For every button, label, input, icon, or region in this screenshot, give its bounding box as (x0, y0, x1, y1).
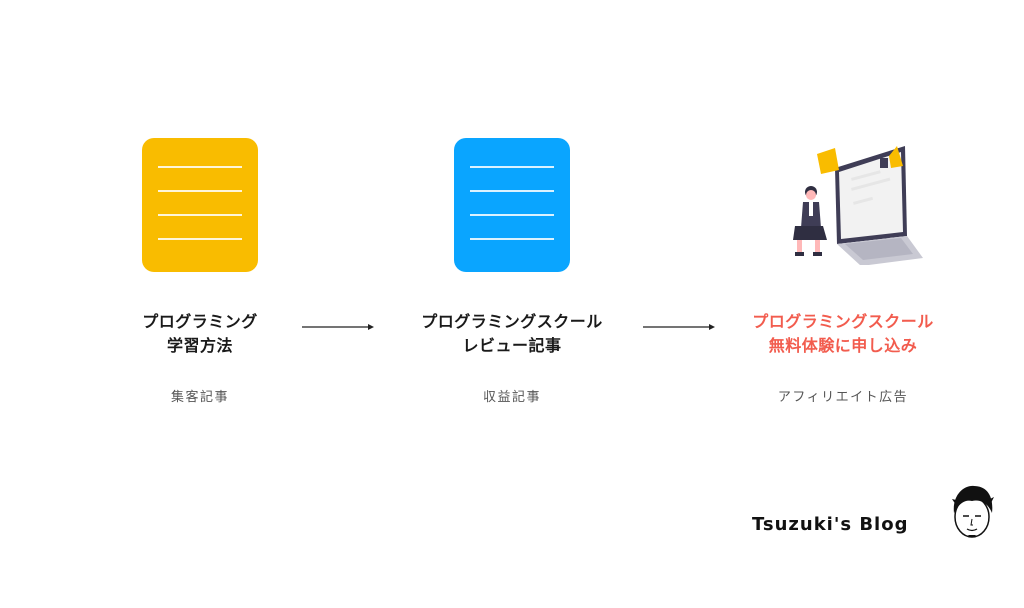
document-line (470, 238, 554, 240)
step-title-line: プログラミング (142, 312, 258, 331)
document-line (158, 190, 242, 192)
step-subtitle: 集客記事 (170, 390, 229, 405)
arrow-right-icon (302, 324, 374, 330)
step-title-line: プログラミングスクール (421, 312, 603, 331)
step-title: プログラミング 学習方法 (70, 310, 330, 358)
step-title-line: レビュー記事 (462, 336, 562, 355)
step-title: プログラミングスクール 無料体験に申し込み (713, 310, 973, 358)
document-line (470, 214, 554, 216)
arrow-right-icon (643, 324, 715, 330)
avatar-icon (952, 485, 994, 538)
step-title-line: 学習方法 (166, 336, 233, 355)
document-line (158, 238, 242, 240)
document-line (470, 190, 554, 192)
woman-laptop-illustration (793, 146, 923, 265)
step-title-line: プログラミングスクール (752, 312, 934, 331)
step-title: プログラミングスクール レビュー記事 (382, 310, 642, 358)
document-line (158, 166, 242, 168)
document-icon (454, 138, 570, 272)
brand-name: Tsuzuki's Blog (752, 514, 909, 535)
document-icon (142, 138, 258, 272)
document-line (470, 166, 554, 168)
step-subtitle: アフィリエイト広告 (777, 390, 909, 405)
step-subtitle: 収益記事 (482, 390, 541, 405)
document-line (158, 214, 242, 216)
step-title-line: 無料体験に申し込み (768, 336, 918, 355)
